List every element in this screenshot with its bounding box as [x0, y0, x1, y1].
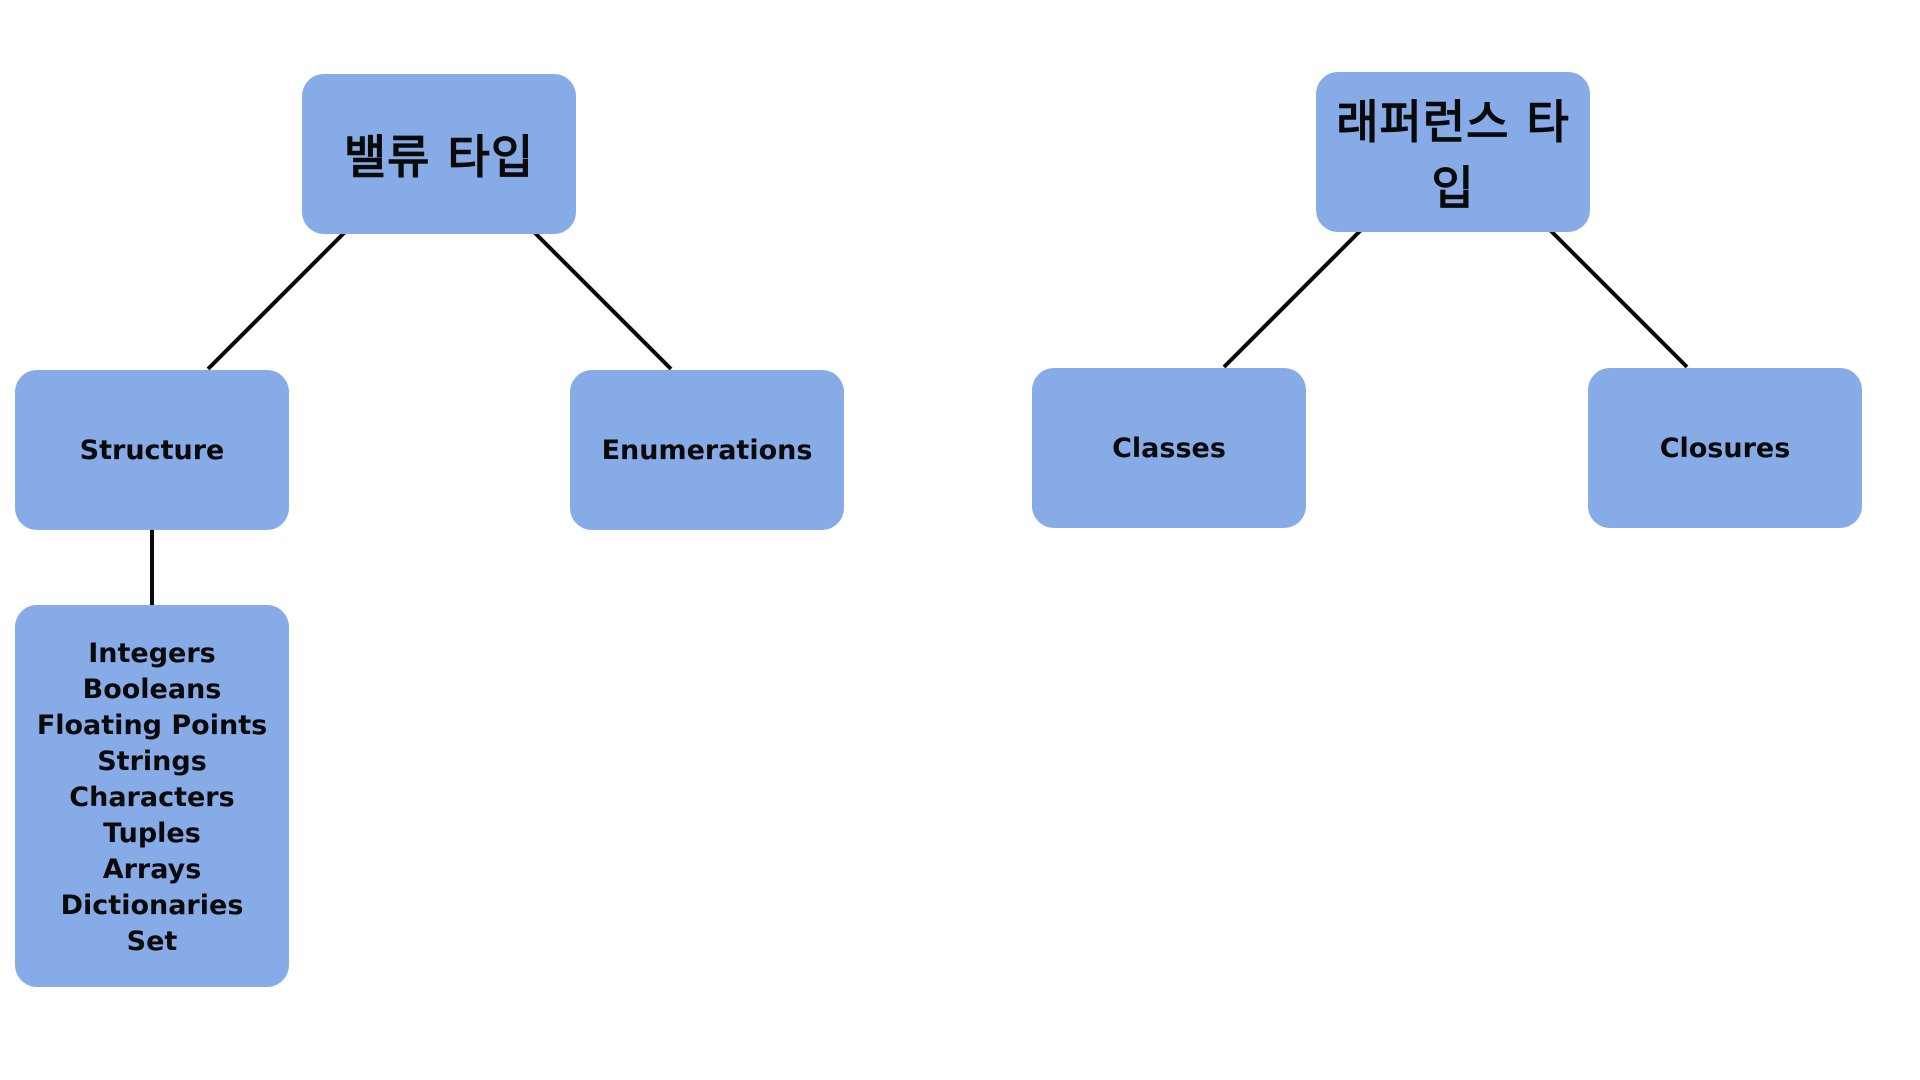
structure-members-node: Integers Booleans Floating Points String… [15, 605, 289, 987]
structure-members-list: Integers Booleans Floating Points String… [37, 636, 267, 960]
connector-value-to-enumerations [532, 230, 673, 371]
list-item: Characters [69, 782, 235, 813]
list-item: Dictionaries [60, 890, 244, 921]
reference-type-label: 래퍼런스 타입 [1336, 95, 1570, 215]
list-item: Integers [88, 638, 216, 669]
reference-type-node: 래퍼런스 타입 [1316, 72, 1590, 232]
enumerations-node: Enumerations [570, 370, 844, 530]
closures-label: Closures [1659, 432, 1791, 464]
enumerations-label: Enumerations [601, 434, 813, 466]
closures-node: Closures [1588, 368, 1862, 528]
value-type-label: 밸류 타입 [343, 130, 535, 184]
classes-node: Classes [1032, 368, 1306, 528]
structure-node: Structure [15, 370, 289, 530]
value-type-node: 밸류 타입 [302, 74, 576, 234]
connector-reference-to-classes [1222, 228, 1363, 369]
connector-value-to-structure [206, 230, 347, 371]
structure-label: Structure [79, 434, 225, 466]
list-item: Tuples [103, 818, 201, 849]
list-item: Set [126, 926, 178, 957]
connector-reference-to-closures [1548, 228, 1689, 369]
list-item: Strings [97, 746, 207, 777]
list-item: Floating Points [36, 710, 268, 741]
list-item: Arrays [102, 854, 202, 885]
list-item: Booleans [82, 674, 222, 705]
classes-label: Classes [1112, 432, 1226, 464]
